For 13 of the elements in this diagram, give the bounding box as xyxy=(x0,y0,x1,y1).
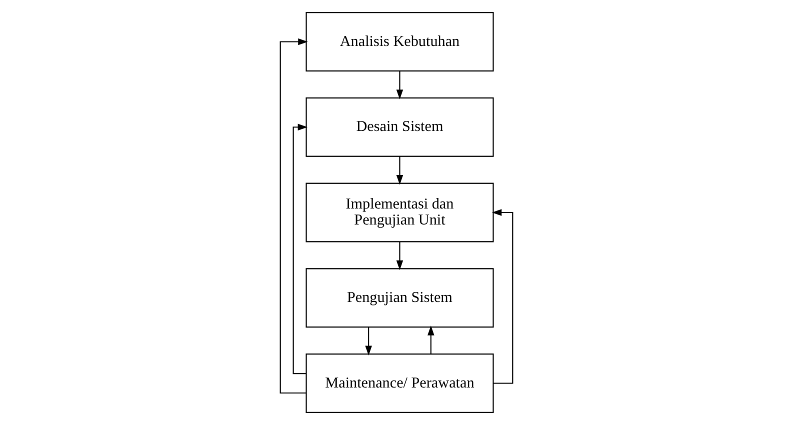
node-box: Maintenance/ Perawatan xyxy=(305,354,494,413)
node-box: Desain Sistem xyxy=(305,97,494,157)
arrow xyxy=(292,124,308,374)
node-box: Implementasi dan Pengujian Unit xyxy=(305,182,494,242)
arrow xyxy=(426,326,434,354)
arrow xyxy=(396,71,403,100)
arrow xyxy=(491,209,513,384)
node-box: Pengujian Sistem xyxy=(305,268,494,328)
arrow xyxy=(364,327,372,356)
arrow xyxy=(396,156,403,185)
arrow xyxy=(279,38,308,394)
arrow xyxy=(396,242,403,270)
node-box: Analisis Kebutuhan xyxy=(305,12,494,72)
